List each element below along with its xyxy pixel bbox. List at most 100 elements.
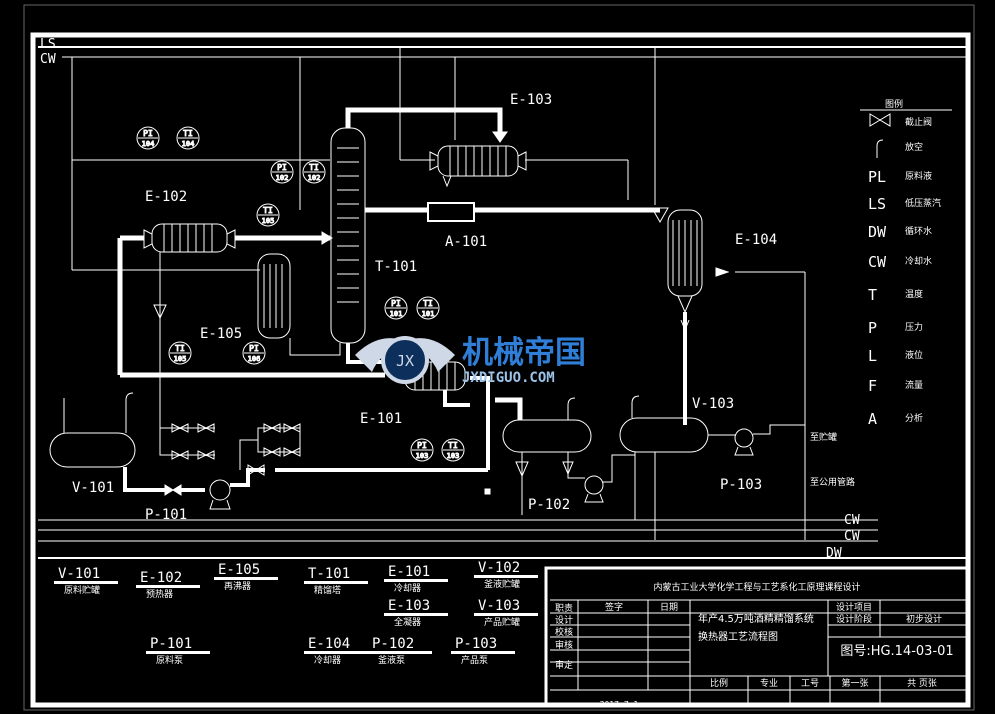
title-block-role: 校核	[555, 626, 573, 638]
instrument-number: 102	[276, 174, 289, 182]
cw-bottom-label-2: CW	[844, 529, 860, 544]
equipment-name: 釜液泵	[378, 654, 405, 666]
equipment-code: P-101	[150, 636, 192, 652]
arrow-p102	[562, 461, 574, 476]
legend-symbol: CW	[868, 253, 887, 271]
legend-valve-icon	[869, 113, 891, 127]
drawing-date: 2017.7.1	[600, 700, 639, 709]
bypass-manifold	[239, 427, 301, 470]
sheet: 第一张	[841, 677, 868, 689]
equipment-underline	[474, 613, 538, 616]
legend-desc: 截止阀	[905, 116, 932, 128]
p103-discharge	[753, 424, 805, 435]
legend-symbol: PL	[868, 168, 886, 186]
equipment-name: 产品泵	[461, 654, 488, 666]
title-block-role: 职责	[555, 602, 573, 614]
v101-out	[123, 467, 165, 492]
tag-e101: E-101	[360, 411, 402, 427]
scale: 比例	[710, 677, 728, 689]
equipment-underline	[304, 651, 368, 654]
tag-v103: V-103	[692, 396, 734, 412]
legend-desc: 低压蒸汽	[905, 197, 941, 209]
equipment-code: E-101	[388, 564, 430, 580]
arrow-v103	[680, 319, 690, 332]
instrument-number: 103	[416, 452, 429, 460]
legend-symbol: F	[868, 377, 877, 395]
equipment-name: 釜液贮罐	[484, 578, 520, 590]
equipment-underline	[451, 651, 515, 654]
instrument-type: TI	[423, 299, 433, 308]
title-block-role: 审定	[555, 659, 573, 671]
e101-to-p101	[470, 376, 490, 470]
equipment-list: V-101原料贮罐E-102预热器E-105再沸器T-101精馏塔E-101冷却…	[58, 560, 520, 666]
instrument-type: PI	[277, 163, 287, 172]
instrument-type: TI	[175, 344, 185, 353]
instrument-bubble: TI 101	[416, 296, 440, 320]
equipment-name: 冷却器	[394, 582, 421, 594]
legend-desc: 放空	[905, 141, 923, 153]
instrument-number: 101	[422, 310, 435, 318]
valves-row-2	[171, 450, 215, 460]
marker-dot	[484, 488, 491, 495]
instrument-number: 105	[262, 217, 275, 225]
instrument-type: PI	[143, 129, 153, 138]
watermark-url: JXDIGUO.COM	[462, 370, 555, 386]
legend-desc: 液位	[905, 349, 923, 361]
tag-t101: T-101	[375, 259, 417, 275]
tag-p101: P-101	[145, 507, 187, 523]
instrument-type: TI	[263, 206, 273, 215]
instrument-bubble: PI 102	[270, 160, 294, 184]
drawing-number: 图号:HG.14-03-01	[840, 644, 953, 659]
instrument-number: 101	[390, 310, 403, 318]
equipment-name: 精馏塔	[314, 584, 341, 596]
tag-p103: P-103	[720, 477, 762, 493]
valve-manifold-left	[159, 375, 215, 456]
cw-label: CW	[40, 52, 56, 67]
legend-symbol: DW	[868, 223, 887, 241]
drawing-border	[30, 32, 971, 708]
instrument-type: PI	[391, 299, 401, 308]
p101-discharge	[230, 468, 488, 487]
e104-cooler	[667, 209, 730, 314]
equipment-code: V-102	[478, 560, 520, 576]
tag-v101: V-101	[72, 480, 114, 496]
arrow-down	[153, 304, 167, 320]
major: 专业	[760, 677, 778, 689]
outer-frame	[23, 4, 975, 711]
valves-row-4	[263, 447, 301, 457]
tag-e105: E-105	[200, 326, 242, 342]
arrow-e104	[651, 207, 669, 224]
equipment-code: T-101	[308, 566, 350, 582]
legend-symbol: L	[868, 347, 877, 365]
instrument-number: 102	[308, 174, 321, 182]
e101-to-v102	[495, 397, 523, 420]
tag-e104: E-104	[735, 232, 777, 248]
legend-desc: 原料液	[905, 170, 932, 182]
equipment-name: 全凝器	[394, 616, 421, 628]
equipment-name: 原料贮罐	[64, 584, 100, 596]
legend-desc: 冷却水	[905, 255, 932, 267]
design-stage-value: 初步设计	[906, 613, 942, 625]
instrument-bubbles: PI104TI104PI102TI102TI105PI101TI101TI105…	[136, 126, 465, 462]
tag-e102: E-102	[145, 189, 187, 205]
title-block-frame	[544, 566, 970, 707]
equipment-name: 原料泵	[156, 654, 183, 666]
school-name: 内蒙古工业大学化学工程与工艺系化工原理课程设计	[653, 581, 860, 593]
equipment-underline	[384, 579, 448, 582]
p102-pump	[584, 475, 604, 503]
equipment-code: E-102	[140, 570, 182, 586]
v101-tank	[49, 392, 136, 468]
col-signature: 签字	[605, 601, 623, 613]
legend-symbol: T	[868, 286, 877, 304]
equipment-code: E-103	[388, 598, 430, 614]
arrow-feed	[321, 231, 333, 245]
valve-1	[164, 484, 182, 496]
equipment-underline	[474, 575, 538, 578]
equipment-code: P-102	[372, 636, 414, 652]
